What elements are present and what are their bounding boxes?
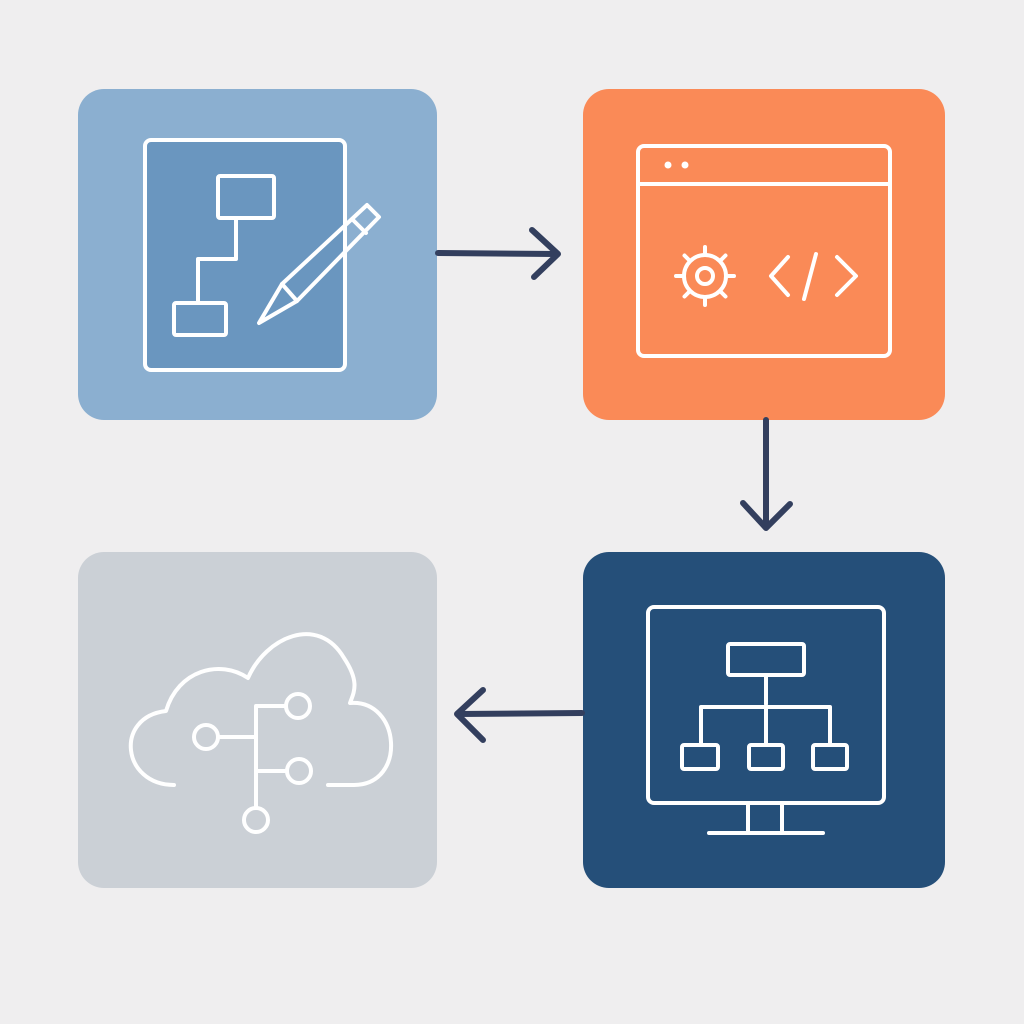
code-icon (769, 252, 858, 301)
design-step-tile (78, 89, 437, 420)
window-dot-icon (664, 161, 672, 169)
deploy-step-tile (583, 552, 945, 888)
window-dot-icon (681, 161, 689, 169)
develop-step-tile (583, 89, 945, 420)
browser-code-gear-icon (583, 89, 945, 420)
diagram-pencil-icon (78, 89, 437, 420)
arrow-left-icon (454, 687, 585, 743)
cloud-network-icon (78, 552, 437, 888)
arrow-down-icon (740, 417, 793, 531)
gear-icon (674, 245, 736, 307)
monitor-hierarchy-icon (583, 552, 945, 888)
cloud-step-tile (78, 552, 437, 888)
arrow-right-icon (435, 227, 561, 280)
